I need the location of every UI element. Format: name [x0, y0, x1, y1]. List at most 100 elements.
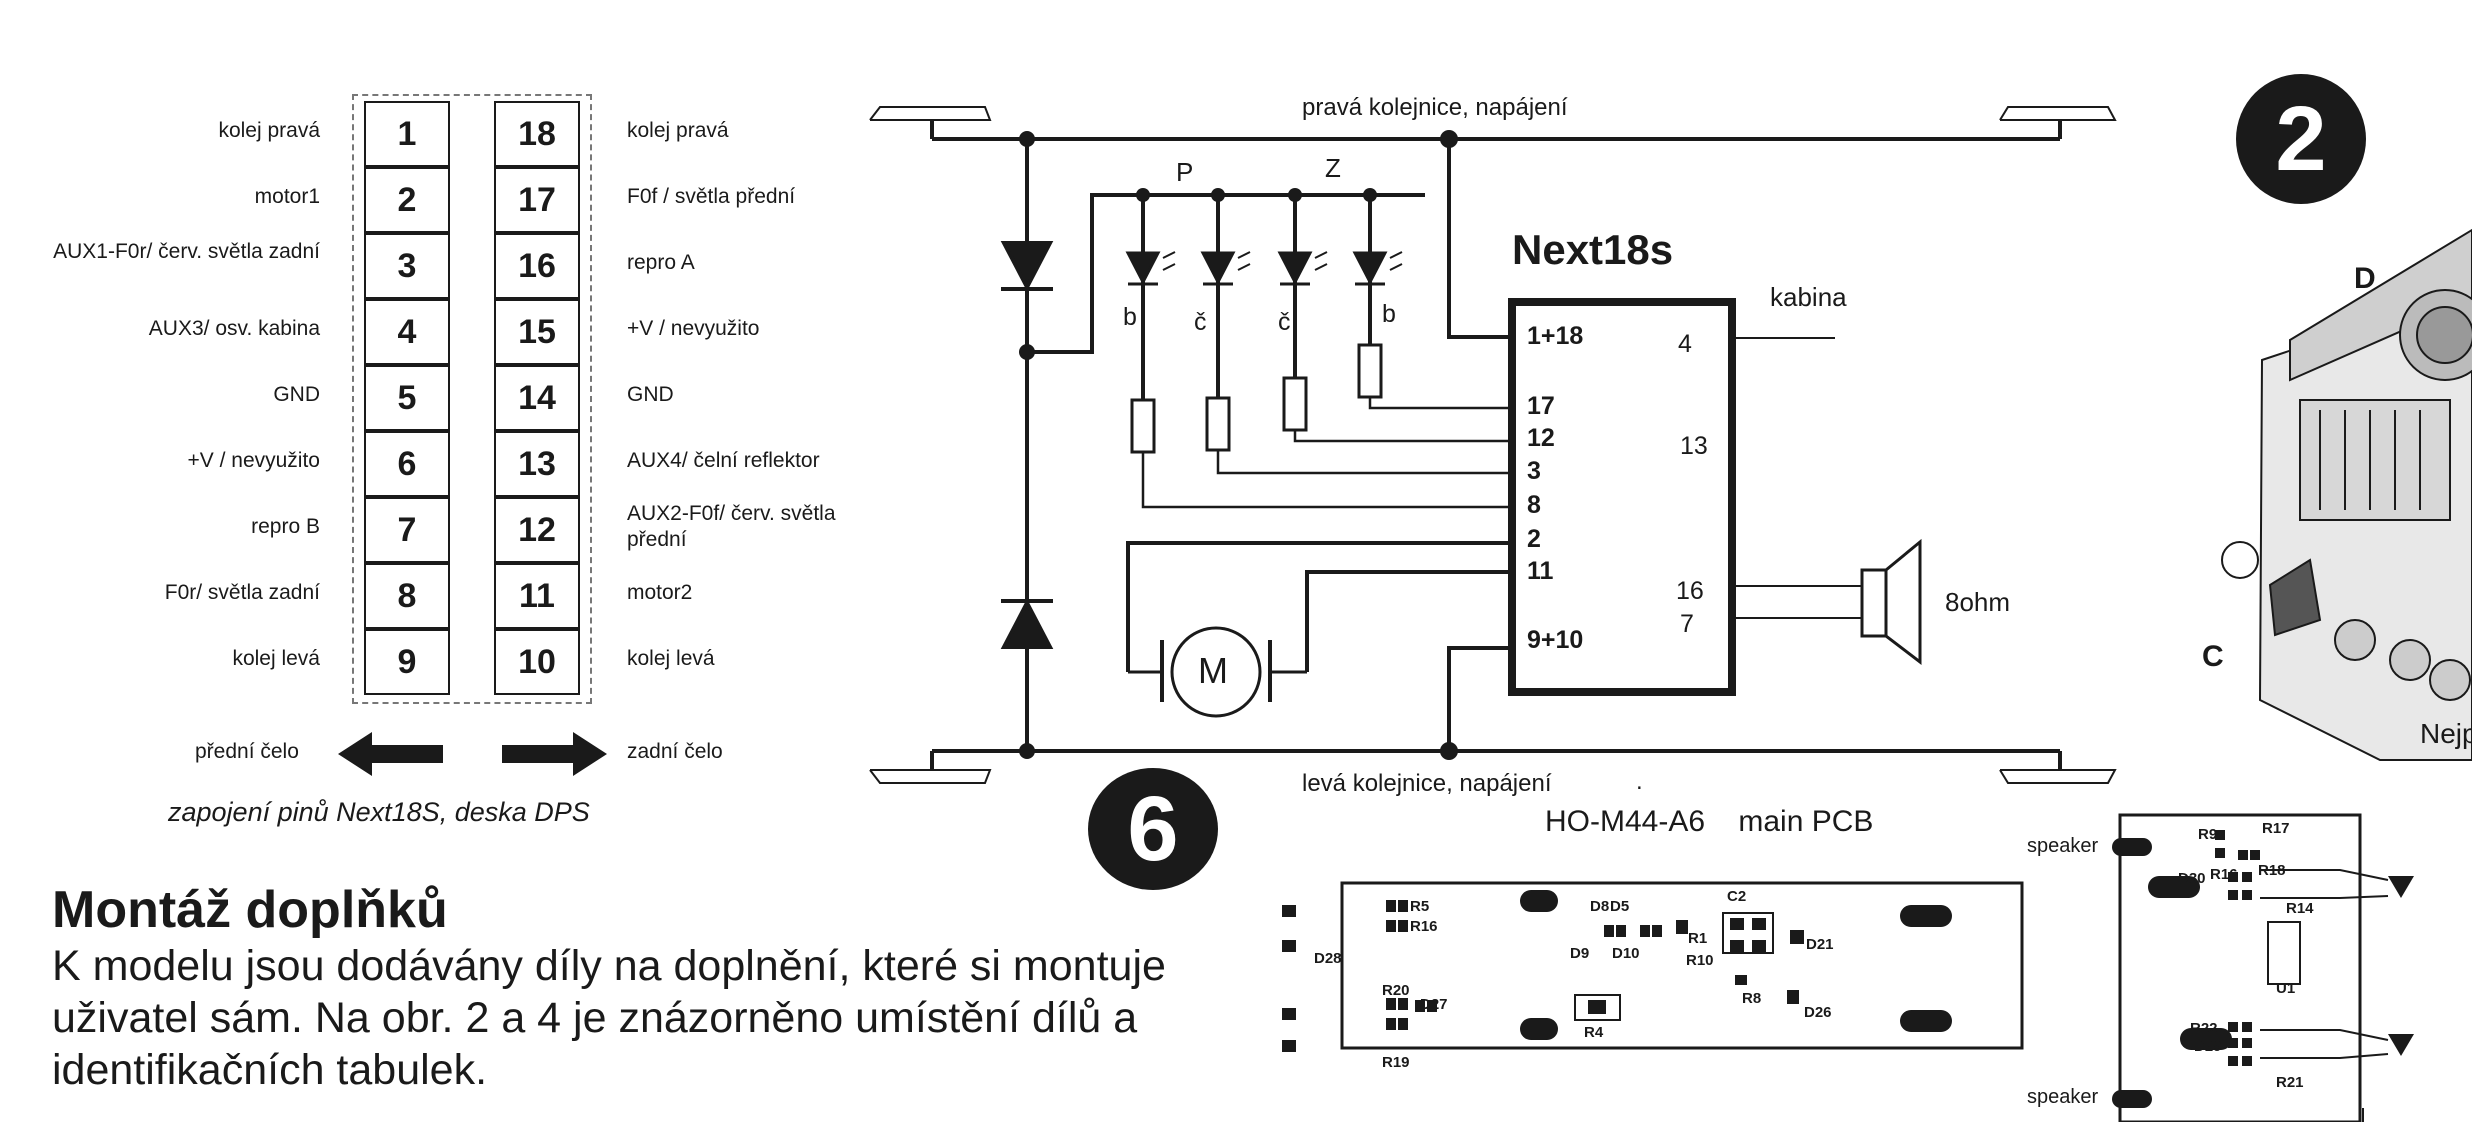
pcb-component-label: D8 [1590, 898, 1610, 915]
left-pin-label: kolej levá [232, 647, 320, 670]
section-heading: Montáž doplňků [52, 881, 448, 939]
pinout-dashed-frame [352, 94, 592, 704]
left-pin-label: +V / nevyužito [187, 449, 321, 472]
right-pin-label: F0f / světla přední [627, 185, 796, 208]
right-pin-number: 16 [494, 233, 580, 299]
right-pin-number: 13 [494, 431, 580, 497]
led-color-4: b [1382, 300, 1396, 328]
pcb-component-label: D5 [1610, 898, 1630, 915]
right-pin-number: 18 [494, 101, 580, 167]
arrow-right-icon [502, 732, 607, 781]
figure-badge-6: 6 [1088, 768, 1218, 890]
pcb-component-label: D26 [1804, 1004, 1832, 1021]
right-pin-label: motor2 [627, 581, 693, 604]
left-pin-number: 1 [364, 101, 450, 167]
decoder-left-pin: 2 [1527, 525, 1541, 553]
right-pin-number: 14 [494, 365, 580, 431]
decoder-left-pin: 11 [1527, 557, 1554, 585]
pcb-side-component-label: U1 [2276, 980, 2296, 997]
decoder-left-pin: 3 [1527, 457, 1541, 485]
decoder-left-pin: 1+18 [1527, 322, 1584, 350]
pcb-side-board [2118, 813, 2362, 1122]
pcb-component-label: D21 [1806, 936, 1834, 953]
led-group-label-p: P [1176, 157, 1194, 187]
right-pin-number: 17 [494, 167, 580, 233]
decoder-box [1508, 298, 1736, 696]
decoder-left-pin: 17 [1527, 392, 1555, 420]
decoder-name: Next18s [1512, 226, 1674, 273]
pcb-side-component-label: R17 [2262, 820, 2290, 837]
front-label: přední čelo [195, 740, 299, 763]
pcb-component-label: R19 [1382, 1054, 1410, 1071]
left-pin-label: AUX1-F0r/ červ. světla zadní [53, 240, 320, 263]
pinout-caption: zapojení pinů Next18S, deska DPS [168, 797, 590, 827]
right-pin-label: repro A [627, 251, 695, 274]
pcb-component-label: D9 [1570, 945, 1590, 962]
left-pin-label: F0r/ světla zadní [164, 581, 320, 604]
pcb-side-component-label: R22 [2190, 1020, 2218, 1037]
left-pin-label: GND [273, 383, 320, 406]
photo-label-c: C [2202, 640, 2224, 673]
right-pin-label: GND [627, 383, 674, 406]
rear-label: zadní čelo [627, 740, 723, 763]
dot-mark: . [1636, 768, 1643, 795]
section-body: K modelu jsou dodávány díly na doplnění,… [52, 942, 1166, 1094]
pcb-component-label: C2 [1727, 888, 1747, 905]
left-pin-number: 3 [364, 233, 450, 299]
left-pin-label: kolej pravá [218, 119, 320, 142]
pcb-component-label: R4 [1584, 1024, 1604, 1041]
led-color-1: b [1123, 303, 1137, 331]
pcb-side-component-label: R14 [2286, 900, 2314, 917]
decoder-left-pin: 12 [1527, 424, 1555, 452]
decoder-left-pin: 9+10 [1527, 626, 1584, 654]
pcb-side-component-label: R21 [2276, 1074, 2304, 1091]
bottom-rail-label: levá kolejnice, napájení [1302, 770, 1552, 797]
pcb-component-label: R16 [1410, 918, 1438, 935]
left-pin-label: AUX3/ osv. kabina [148, 317, 320, 340]
motor-label: M [1198, 650, 1228, 691]
left-pin-number: 4 [364, 299, 450, 365]
decoder-right-pin: 16 [1676, 577, 1704, 605]
left-pin-number: 2 [364, 167, 450, 233]
decoder-right-pin: 7 [1680, 610, 1694, 638]
pcb-side-component-label: D30 [2178, 870, 2206, 887]
pcb-component-label: D28 [1314, 950, 1342, 967]
decoder-right-pin: 13 [1680, 432, 1708, 460]
pcb-title: HO-M44-A6 main PCB [1545, 805, 1874, 838]
decoder-left-pin: 8 [1527, 491, 1541, 519]
figure-badge-2: 2 [2236, 74, 2366, 204]
pcb-component-label: R10 [1686, 952, 1714, 969]
pcb-side-component-label: R18 [2258, 862, 2286, 879]
pcb-component-label: D10 [1612, 945, 1640, 962]
led-group-label-z: Z [1325, 153, 1341, 183]
pcb-board [1340, 881, 2024, 1050]
pcb-speaker-bottom: speaker [2027, 1086, 2099, 1108]
right-pin-number: 10 [494, 629, 580, 695]
speaker-impedance-label: 8ohm [1945, 587, 2011, 617]
left-pin-number: 5 [364, 365, 450, 431]
led-color-2: č [1194, 308, 1207, 336]
right-pin-label: +V / nevyužito [627, 317, 760, 340]
right-pin-label: AUX2-F0f/ červ. světla přední [627, 502, 836, 551]
pcb-component-label: R20 [1382, 982, 1410, 999]
right-pin-label: kolej pravá [627, 119, 729, 142]
left-pin-number: 8 [364, 563, 450, 629]
right-pin-number: 15 [494, 299, 580, 365]
pcb-side-component-label: R16 [2210, 866, 2238, 883]
cabin-label: kabina [1770, 282, 1847, 312]
left-pin-label: repro B [251, 515, 320, 538]
left-pin-label: motor1 [254, 185, 320, 208]
left-pin-number: 9 [364, 629, 450, 695]
arrow-left-icon [338, 732, 443, 781]
photo-label-d: D [2354, 262, 2376, 295]
right-pin-number: 12 [494, 497, 580, 563]
right-pin-label: kolej levá [627, 647, 715, 670]
locomotive-photo [2221, 228, 2472, 761]
pcb-side-component-label: D29 [2194, 1038, 2222, 1055]
pcb-component-label: R1 [1688, 930, 1708, 947]
right-pin-number: 11 [494, 563, 580, 629]
decoder-right-pin: 4 [1678, 330, 1692, 358]
left-pin-number: 7 [364, 497, 450, 563]
photo-caption: Nejprv [2420, 718, 2472, 749]
